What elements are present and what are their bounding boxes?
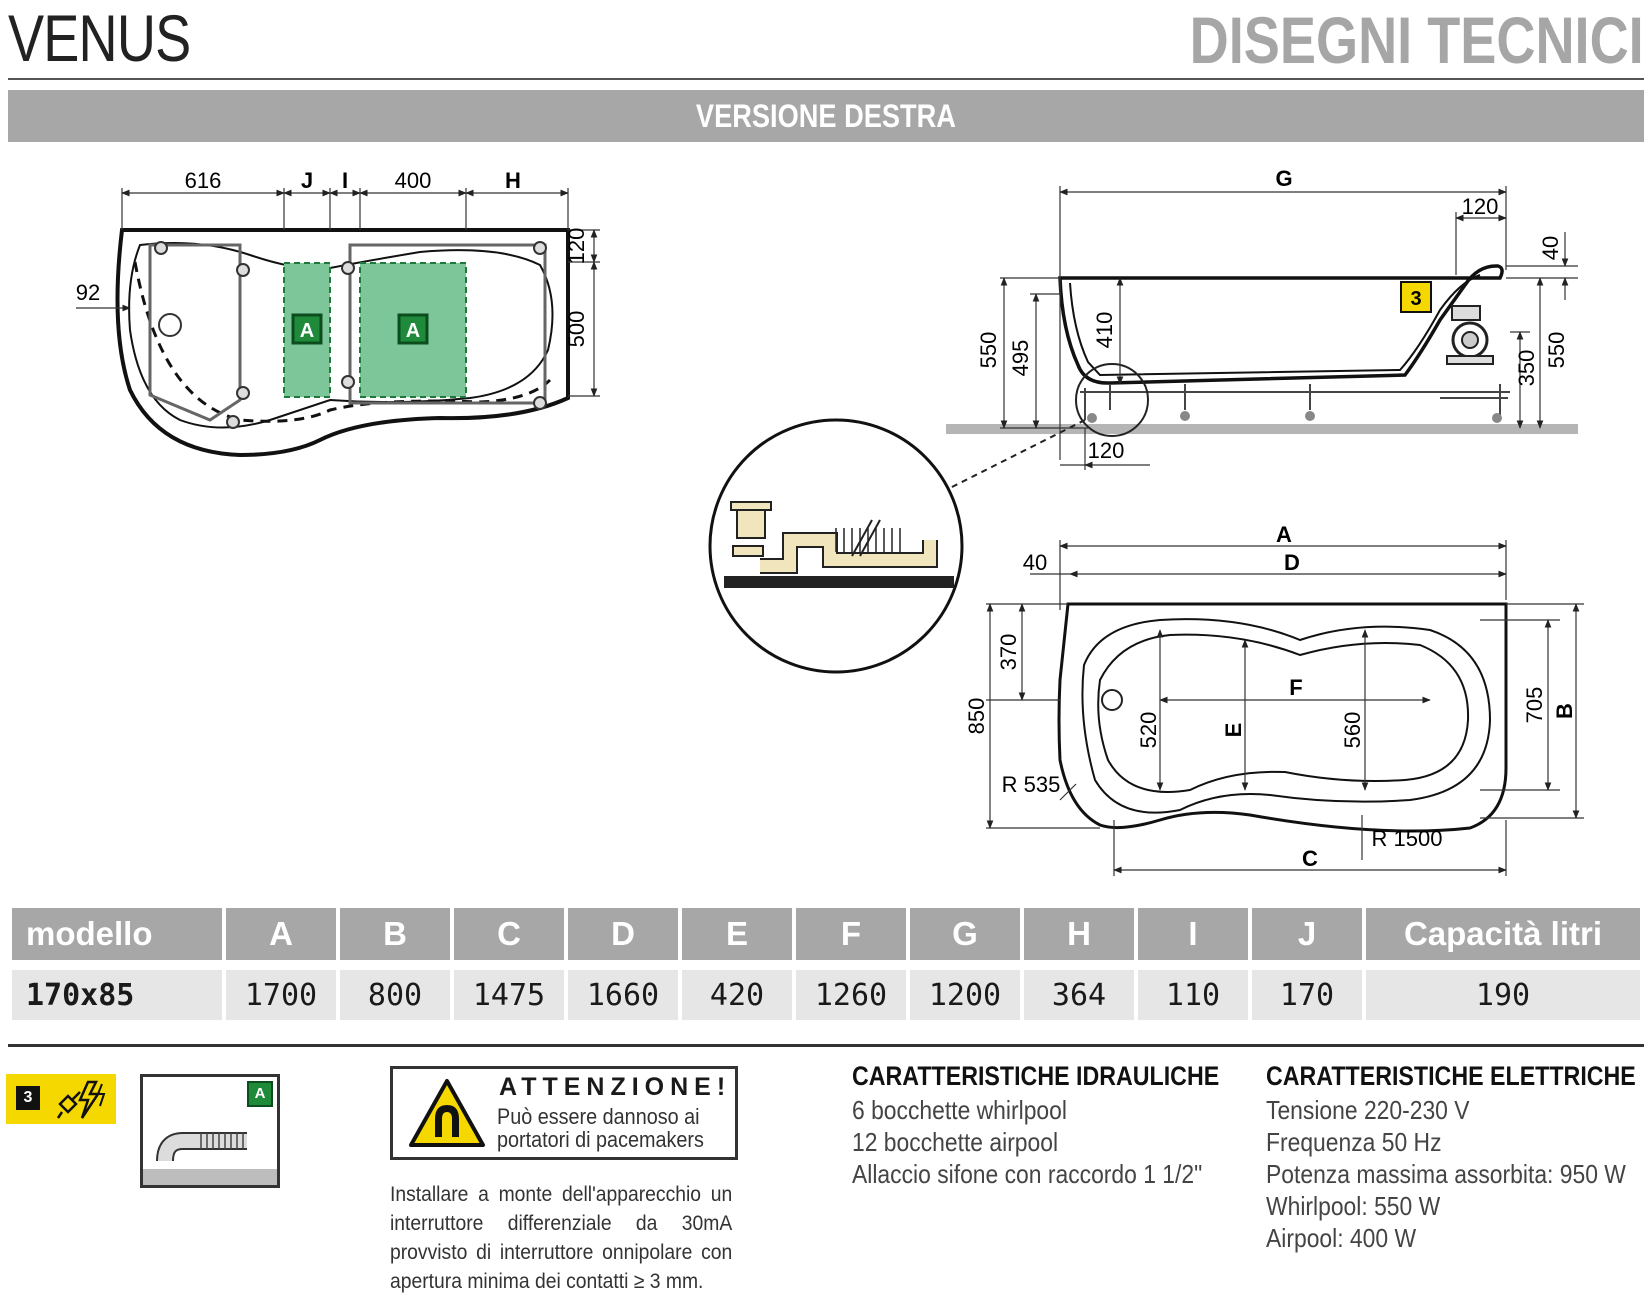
dim-j: J [301,168,313,193]
table-cell: 1660 [568,960,678,1020]
dim-f: F [1289,675,1302,700]
technical-drawings: A A 616 J I 400 H 92 120 500 [76,166,1584,876]
top-view-drawing: A A 616 J I 400 H 92 120 500 [76,168,600,458]
plan-view-drawing: A D 40 370 850 F 520 E 560 705 B R 535 R… [964,522,1584,876]
dim-40-plan: 40 [1023,550,1047,575]
hydraulic-features: CARATTERISTICHE IDRAULICHE 6 bocchette w… [852,1060,1279,1190]
table-divider [8,1044,1644,1047]
dim-705: 705 [1522,687,1547,724]
section-title: DISEGNI TECNICI [1189,3,1644,77]
dim-520: 520 [1136,712,1161,749]
dim-850: 850 [964,698,989,735]
dim-120-right: 120 [564,228,589,265]
table-cell: 800 [340,960,450,1020]
table-header-cell: I [1138,908,1248,960]
table-header-cell: G [910,908,1020,960]
table-cell: 364 [1024,960,1134,1020]
electric-legend-badge: 3 [6,1074,116,1124]
dim-40-side: 40 [1538,236,1563,260]
table-header-cell: Capacità litri [1366,908,1640,960]
zone-a-left-label: A [300,320,314,342]
hydraulic-item: 6 bocchette whirlpool [852,1095,1067,1125]
installation-note: Installare a monte dell'apparecchio un i… [390,1183,733,1293]
drain-hose-icon [156,1132,247,1162]
zone-a-right-label: A [406,320,420,342]
electric-title: CARATTERISTICHE ELETTRICHE [1266,1061,1636,1091]
drain-detail-drawing [708,418,964,674]
electric-features: CARATTERISTICHE ELETTRICHE Tensione 220-… [1266,1060,1650,1254]
dim-400: 400 [395,168,432,193]
hydraulic-item: Allaccio sifone con raccordo 1 1/2" [852,1159,1203,1189]
warning-title: ATTENZIONE! [499,1073,732,1101]
dim-120-bottom: 120 [1088,438,1125,463]
dim-r535: R 535 [1002,772,1061,797]
table-header-cell: C [454,908,564,960]
dim-120-top: 120 [1462,194,1499,219]
dim-550-right: 550 [1544,332,1569,369]
table-cell: 1200 [910,960,1020,1020]
version-banner: VERSIONE DESTRA [8,90,1644,142]
dim-h: H [505,168,521,193]
dim-92: 92 [76,280,100,305]
dim-616: 616 [185,168,222,193]
table-header-cell: B [340,908,450,960]
electric-item: Airpool: 400 W [1266,1223,1417,1253]
dim-550-left: 550 [976,332,1001,369]
drain-hose-legend: A [140,1074,280,1188]
dim-e: E [1221,723,1246,738]
electric-item: Tensione 220-230 V [1266,1095,1470,1125]
dim-560: 560 [1340,712,1365,749]
table-row: 170x85 1700 800 1475 1660 420 1260 1200 … [12,960,1640,1020]
side-badge-3: 3 [1410,288,1421,310]
hydraulic-title: CARATTERISTICHE IDRAULICHE [852,1061,1220,1091]
dim-r1500: R 1500 [1372,826,1443,851]
electric-item: Potenza massima assorbita: 950 W [1266,1159,1626,1189]
dim-c: C [1302,846,1318,871]
dim-i: I [342,168,348,193]
dim-495: 495 [1008,340,1033,377]
dim-g: G [1275,166,1292,191]
table-cell: 420 [682,960,792,1020]
electric-item: Frequenza 50 Hz [1266,1127,1442,1157]
dim-a: A [1276,522,1292,547]
dim-500: 500 [564,311,589,348]
table-cell: 170x85 [12,960,222,1020]
table-cell: 110 [1138,960,1248,1020]
table-header-cell: A [226,908,336,960]
dim-350: 350 [1514,350,1539,387]
table-header-cell: E [682,908,792,960]
plug-lightning-icon [56,1080,106,1119]
dim-b: B [1552,703,1577,719]
table-header-cell: F [796,908,906,960]
table-header-cell: D [568,908,678,960]
header-divider [8,78,1644,80]
hydraulic-item: 12 bocchette airpool [852,1127,1059,1157]
dim-370: 370 [996,634,1021,671]
table-header-cell: J [1252,908,1362,960]
electric-item: Whirlpool: 550 W [1266,1191,1441,1221]
pacemaker-warning: ATTENZIONE! Può essere dannoso ai portat… [390,1066,738,1160]
table-header-cell: H [1024,908,1134,960]
table-header-row: modello A B C D E F G H I J Capacità lit… [12,908,1640,960]
table-cell: 190 [1366,960,1640,1020]
legend-floor [143,1169,277,1185]
table-header-cell: modello [12,908,222,960]
dimensions-table: modello A B C D E F G H I J Capacità lit… [8,908,1644,1020]
legend-zone-tag: A [247,1081,273,1107]
table-cell: 1700 [226,960,336,1020]
side-view-drawing: 3 G 120 40 550 495 410 350 [946,166,1578,489]
table-cell: 170 [1252,960,1362,1020]
dim-d: D [1284,550,1300,575]
version-banner-label: VERSIONE DESTRA [696,98,956,134]
dim-410: 410 [1092,312,1117,349]
table-cell: 1475 [454,960,564,1020]
legend-badge-number: 3 [16,1086,40,1110]
magnet-warning-icon [409,1079,485,1147]
table-cell: 1260 [796,960,906,1020]
warning-text: Può essere dannoso ai portatori di pacem… [497,1104,704,1152]
page-title: VENUS [8,1,191,75]
